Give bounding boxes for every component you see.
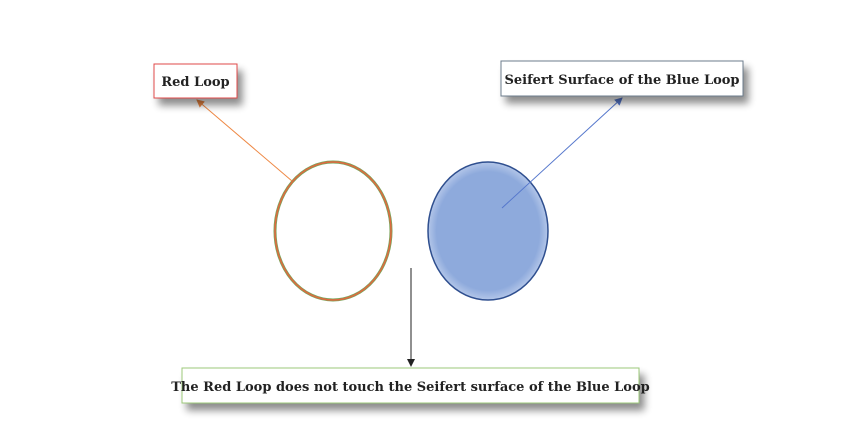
- caption-box: The Red Loop does not touch the Seifert …: [171, 367, 650, 404]
- seifert-label-box: Seifert Surface of the Blue Loop: [500, 60, 744, 97]
- red-loop-label-box: Red Loop: [153, 63, 238, 99]
- seifert-surface-label: Seifert Surface of the Blue Loop: [504, 73, 739, 88]
- red-loop-pointer-arrow: [196, 99, 293, 182]
- blue-seifert-surface: [427, 161, 549, 301]
- caption-text: The Red Loop does not touch the Seifert …: [171, 380, 650, 395]
- red-loop-label: Red Loop: [161, 75, 229, 90]
- red-loop: [273, 160, 393, 302]
- seifert-pointer-arrow: [501, 97, 623, 209]
